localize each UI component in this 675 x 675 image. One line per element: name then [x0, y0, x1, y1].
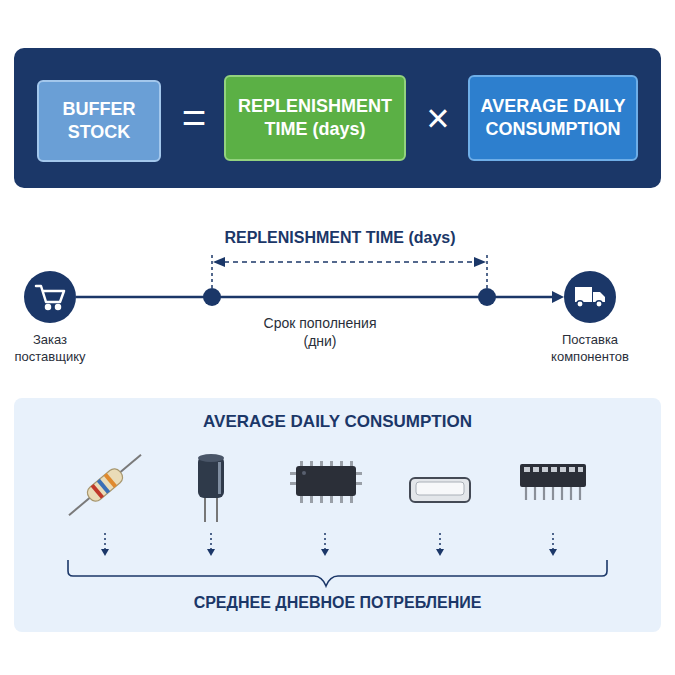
- formula-box: BUFFER STOCK: [37, 80, 161, 162]
- section-heading: REPLENISHMENT TIME (days): [140, 229, 540, 247]
- timeline-dot: [478, 288, 496, 306]
- node-text: REPLENISHMENT TIME (days): [234, 95, 396, 141]
- node-text: Заказ поставщику: [4, 331, 96, 365]
- node-text: BUFFER STOCK: [47, 98, 151, 144]
- formula-box: AVERAGE DAILY CONSUMPTION: [468, 75, 638, 161]
- formula-box: REPLENISHMENT TIME (days): [224, 75, 406, 161]
- node-text: AVERAGE DAILY CONSUMPTION: [478, 95, 628, 141]
- dashed-tick: [486, 255, 488, 288]
- timeline-connector: [76, 296, 554, 299]
- arrow-head: [552, 291, 564, 303]
- cart-circle: Заказ поставщику: [24, 271, 76, 323]
- edge-label: Срок пополнения (дни): [250, 314, 390, 350]
- dashed-tick: [211, 255, 213, 288]
- truck-circle: Поставка компонентов: [564, 271, 616, 323]
- node-text: AVERAGE DAILY CONSUMPTION: [14, 412, 661, 432]
- dashed-span: [224, 261, 475, 263]
- consumption-panel: AVERAGE DAILY CONSUMPTION СРЕДНЕЕ ДНЕВНОЕ…: [14, 398, 661, 632]
- timeline-dot: [203, 288, 221, 306]
- node-text: СРЕДНЕЕ ДНЕВНОЕ ПОТРЕБЛЕНИЕ: [14, 594, 661, 612]
- times-sign: ×: [418, 94, 458, 142]
- arrow-head: [213, 257, 225, 267]
- arrow-head: [474, 257, 486, 267]
- equals-sign: =: [174, 94, 214, 142]
- node-text: Поставка компонентов: [544, 331, 636, 365]
